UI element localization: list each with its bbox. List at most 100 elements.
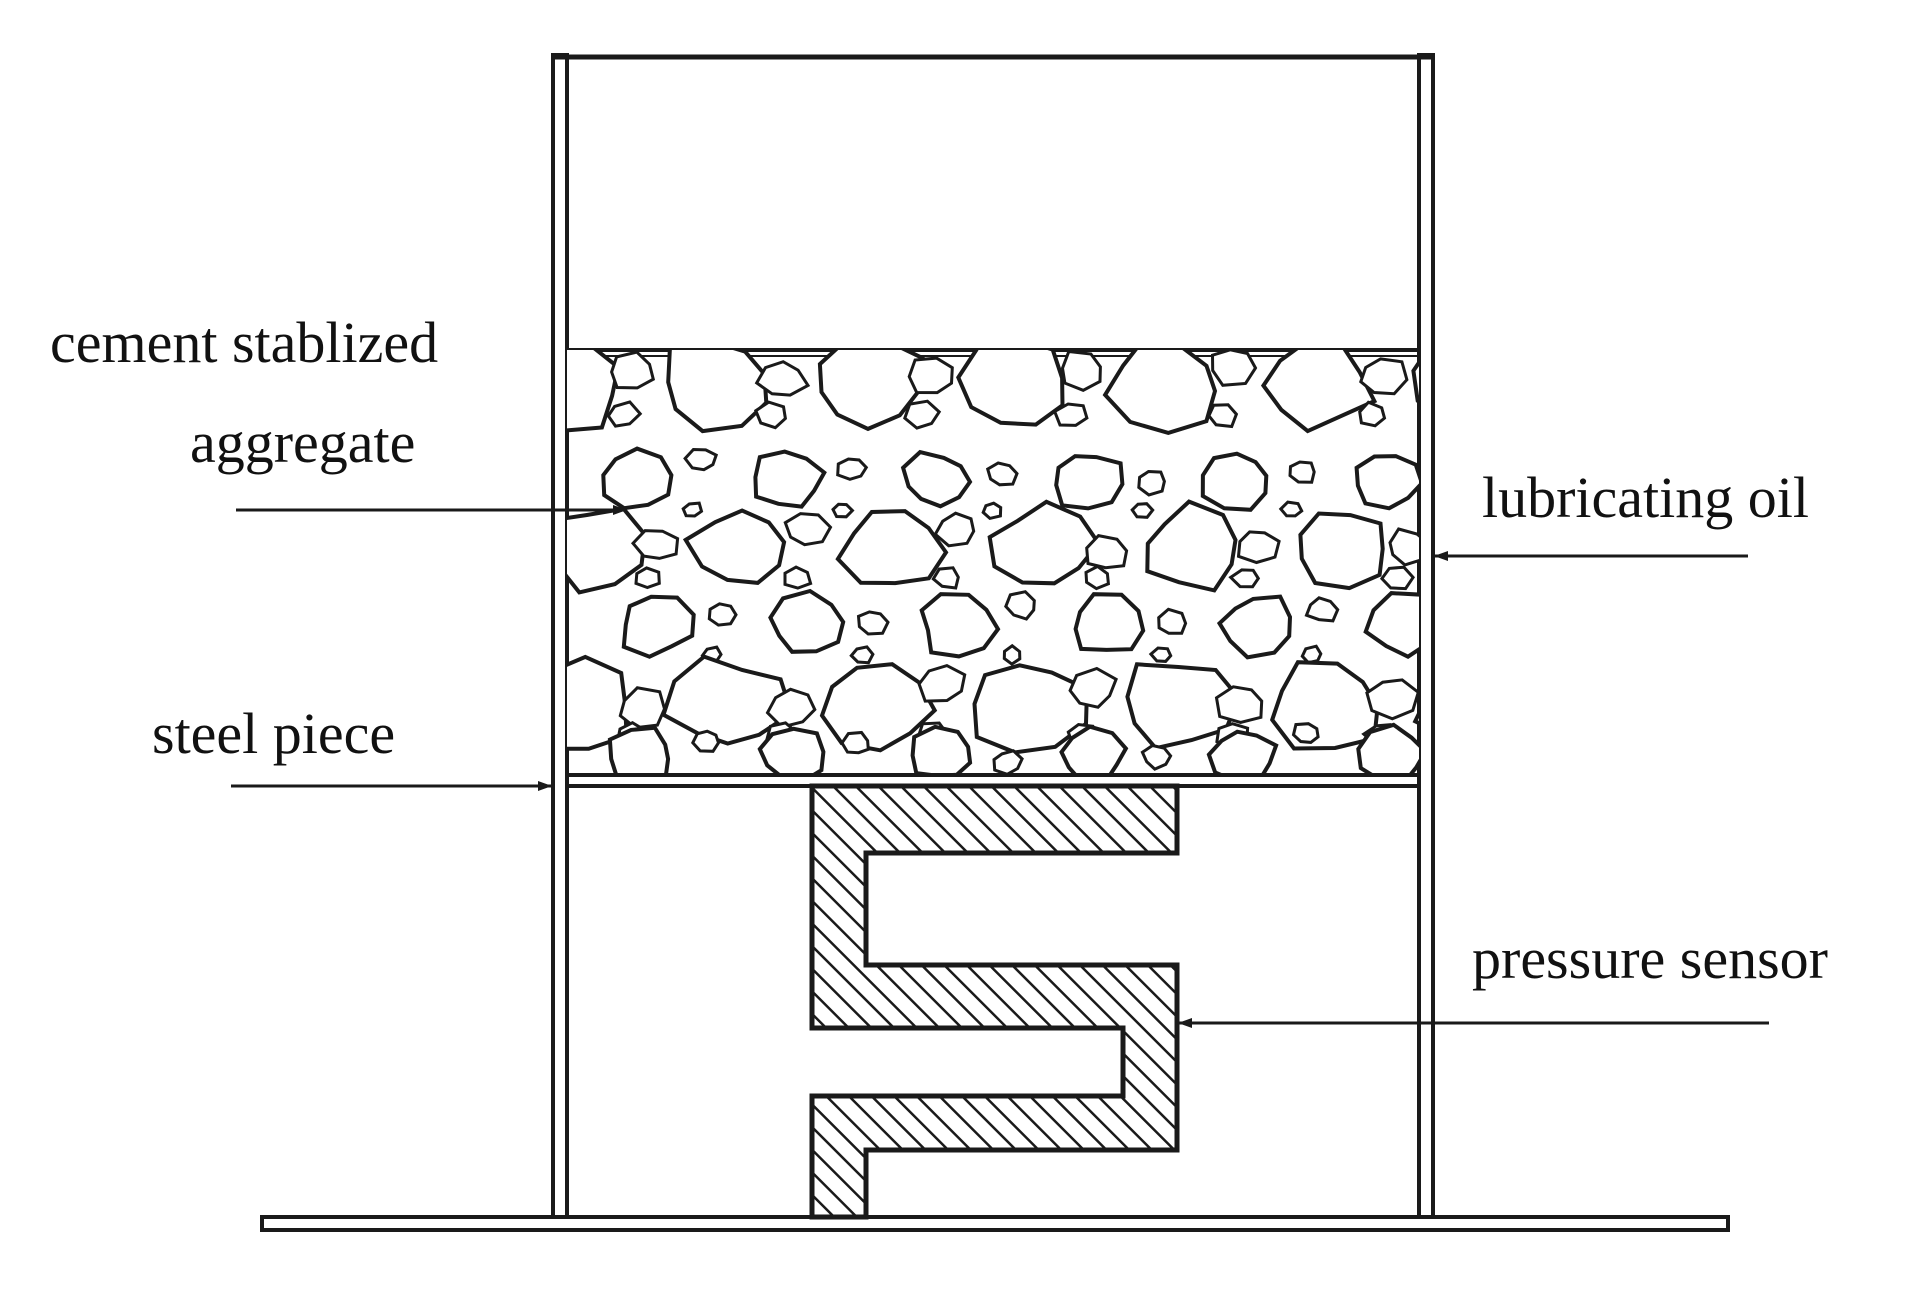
aggregate-stone <box>1073 592 1146 652</box>
base-plate <box>260 1215 1730 1232</box>
aggregate-stone <box>1004 590 1036 621</box>
aggregate-stone <box>831 502 855 519</box>
aggregate-stone <box>1363 591 1419 660</box>
aggregate-stone <box>1388 527 1419 567</box>
aggregate-stone <box>681 501 704 518</box>
aggregate-stone <box>856 610 890 636</box>
aggregate-stone <box>933 511 976 548</box>
aggregate-stone <box>1260 350 1378 434</box>
aggregate-stone <box>607 725 671 775</box>
aggregate-stone <box>1207 403 1239 429</box>
aggregate-stone <box>931 566 960 590</box>
aggregate-stone <box>707 602 738 627</box>
aggregate-stone <box>754 360 811 397</box>
aggregate-stone <box>1140 743 1173 771</box>
aggregate-stone <box>618 686 667 730</box>
aggregate-stone <box>601 446 674 511</box>
aggregate-stone <box>1358 400 1387 428</box>
aggregate-stone <box>987 499 1102 586</box>
aggregate-stone <box>1148 646 1173 663</box>
aggregate-stone <box>1059 724 1129 775</box>
aggregate-stone <box>972 663 1090 755</box>
aggregate-stone <box>621 594 696 659</box>
aggregate-stone <box>606 400 643 428</box>
aggregate-stone <box>840 730 870 755</box>
aggregate-stone <box>690 729 721 753</box>
aggregate-stone <box>666 350 769 434</box>
right-wall-outer <box>1417 53 1435 1219</box>
pressure-sensor <box>809 783 1180 1220</box>
aggregate-layer <box>567 348 1565 792</box>
aggregate-stone <box>1236 530 1281 565</box>
aggregate-stone <box>567 350 621 433</box>
aggregate-stone <box>1288 460 1316 484</box>
aggregate-stone <box>1145 499 1238 593</box>
aggregate-stone <box>1439 779 1454 792</box>
aggregate-stone <box>1304 596 1340 623</box>
aggregate-stone <box>1200 451 1269 512</box>
aggregate-stone <box>682 508 787 585</box>
aggregate-stone <box>985 461 1019 487</box>
label-steel-piece: steel piece <box>152 701 395 766</box>
aggregate-stone <box>1060 350 1102 392</box>
label-cement-line1: cement stablized <box>50 310 438 375</box>
aggregate-stone <box>1269 660 1380 751</box>
aggregate-stone <box>1228 568 1261 589</box>
aggregate-stone <box>1137 469 1166 497</box>
aggregate-stone <box>1054 454 1125 511</box>
aggregate-stone <box>981 501 1003 521</box>
aggregate-stone <box>1440 462 1463 484</box>
aggregate-stone <box>1125 662 1241 751</box>
aggregate-stone <box>768 588 846 654</box>
aggregate-stones <box>567 350 1565 792</box>
aggregate-stone <box>819 662 938 753</box>
aggregate-stone <box>1354 454 1419 511</box>
aggregate-stone <box>567 654 629 751</box>
aggregate-stone <box>1412 708 1419 726</box>
aggregate-stone <box>992 749 1024 775</box>
label-cement-line2: aggregate <box>190 410 415 475</box>
left-wall-outer <box>551 53 569 1219</box>
aggregate-stone <box>1291 722 1320 744</box>
aggregate-stone <box>1365 678 1419 721</box>
aggregate-stone <box>1278 500 1304 518</box>
aggregate-stone <box>1379 565 1415 591</box>
aggregate-stone <box>1453 648 1471 664</box>
aggregate-stone <box>917 663 967 703</box>
aggregate-stone <box>1102 350 1218 435</box>
aggregate-stone <box>1300 644 1323 665</box>
aggregate-stone <box>956 350 1065 427</box>
aggregate-stone <box>910 724 973 775</box>
aggregate-stone <box>907 356 954 395</box>
aggregate-stone <box>1411 358 1419 405</box>
aggregate-stone <box>1442 751 1471 774</box>
aggregate-stone <box>835 509 949 586</box>
aggregate-stone <box>1052 402 1089 427</box>
aggregate-stone <box>1210 350 1258 387</box>
aggregate-stone <box>1359 357 1409 396</box>
aggregate-stone <box>683 447 719 472</box>
aggregate-stone <box>765 687 817 729</box>
aggregate-stone <box>567 506 648 595</box>
aggregate-stone <box>1084 564 1111 591</box>
aggregate-stone <box>836 457 869 481</box>
aggregate-stone <box>849 645 875 665</box>
aggregate-stone <box>753 400 788 430</box>
aggregate-stone <box>919 592 1001 659</box>
aggregate-stone <box>630 529 680 560</box>
aggregate-stone <box>1456 610 1487 633</box>
aggregate-stone <box>634 566 661 590</box>
aggregate-stone <box>783 565 813 590</box>
aggregate-stone <box>1002 643 1022 666</box>
aggregate-stone <box>900 449 973 509</box>
aggregate-stone <box>1523 668 1565 703</box>
aggregate-stone <box>1532 567 1560 588</box>
label-pressure-sensor: pressure sensor <box>1472 926 1828 991</box>
aggregate-stone <box>783 512 833 547</box>
aggregate-stone <box>1214 685 1264 724</box>
aggregate-stone <box>1206 729 1279 775</box>
aggregate-stone <box>903 399 942 430</box>
aggregate-stone <box>1157 607 1188 635</box>
aggregate-stone <box>1507 404 1538 428</box>
